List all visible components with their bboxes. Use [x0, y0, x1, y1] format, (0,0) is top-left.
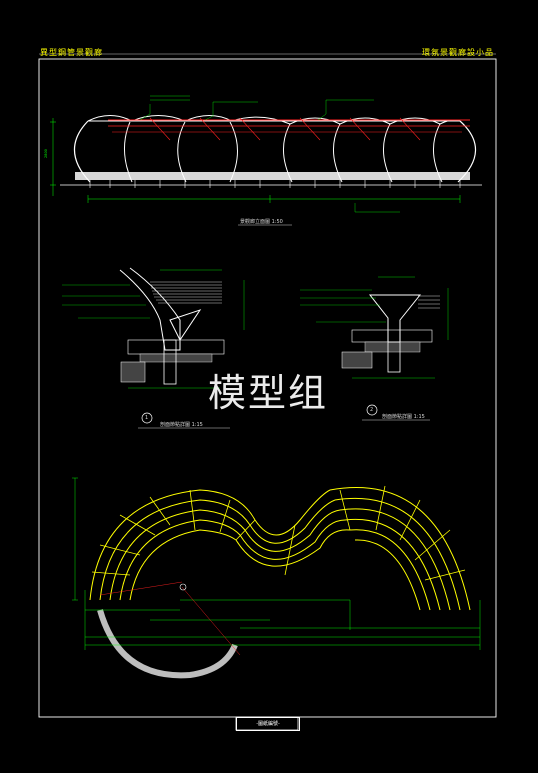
detail2-caption: 剖面節點詳圖 1:15	[382, 414, 425, 420]
bottom-label: -圖紙編號-	[236, 717, 300, 731]
detail1-caption: 剖面節點詳圖 1:15	[160, 422, 203, 428]
detail2-number: 2	[370, 407, 374, 413]
plan-view	[72, 477, 481, 679]
sheet-subtitle: 環氛景觀廊設小品	[422, 48, 494, 57]
detail1-number: 1	[145, 415, 149, 421]
svg-text:2800: 2800	[44, 149, 48, 158]
elevation-caption: 景觀廊立面圖 1:50	[240, 219, 283, 225]
sheet-title: 異型鋼管景觀廊	[40, 48, 103, 57]
detail-1-section	[62, 267, 245, 429]
elevation-view: 2800	[44, 95, 482, 226]
watermark: 模型组	[208, 371, 329, 415]
detail-2-section	[300, 276, 449, 421]
